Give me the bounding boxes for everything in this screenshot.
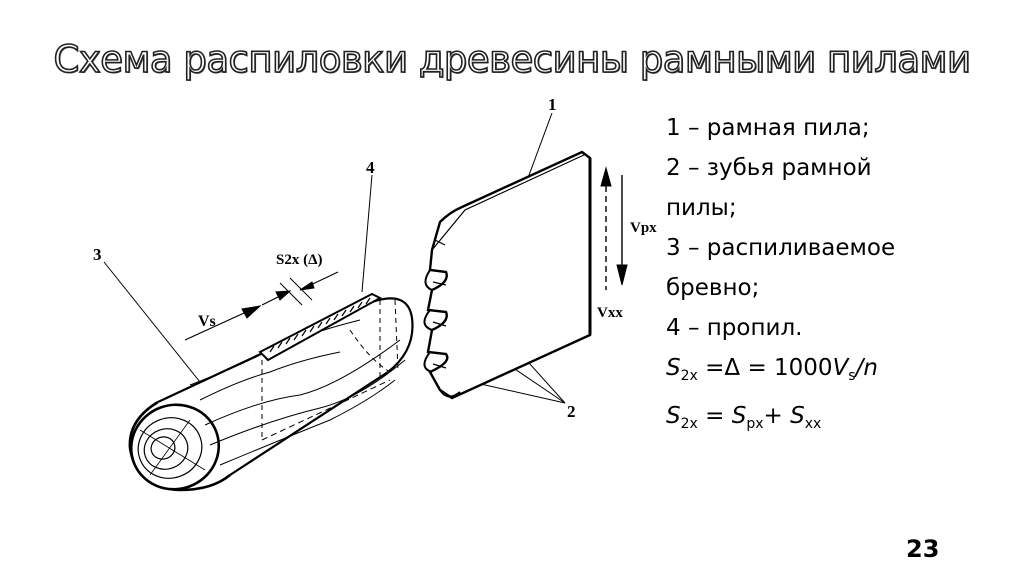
feed-per-stroke-label: S2x (Δ)	[276, 252, 323, 268]
working-stroke-label: Vpx	[630, 220, 657, 236]
formula-feed: S2x =Δ = 1000Vs/n	[666, 355, 878, 384]
page-number: 23	[906, 535, 940, 563]
idle-stroke-label: Vxx	[597, 305, 623, 321]
legend-item: 1 – рамная пила;	[666, 115, 870, 141]
feed-per-stroke-dimension	[279, 271, 339, 306]
legend: 1 – рамная пила; 2 – зубья рамной пилы; …	[666, 108, 986, 444]
formula-sum: S2x = Spx+ Sxx	[666, 403, 822, 432]
log-illustration	[128, 292, 414, 492]
callout-4: 4	[366, 158, 375, 177]
legend-item: пилы;	[666, 195, 737, 221]
legend-item: 3 – распиливаемое	[666, 235, 896, 261]
callout-1: 1	[548, 95, 557, 114]
feed-speed-arrow	[184, 290, 292, 341]
callout-2: 2	[567, 402, 576, 421]
legend-item: 4 – пропил.	[666, 315, 803, 341]
legend-item: бревно;	[666, 275, 760, 301]
frame-saw-blade	[423, 150, 592, 400]
slide-title: Схема распиловки древесины рамными пилам…	[53, 37, 972, 82]
feed-speed-label: Vs	[198, 313, 216, 330]
stroke-speed-arrows	[600, 166, 628, 290]
legend-item: 2 – зубья рамной	[666, 155, 872, 181]
callout-3: 3	[93, 245, 102, 264]
